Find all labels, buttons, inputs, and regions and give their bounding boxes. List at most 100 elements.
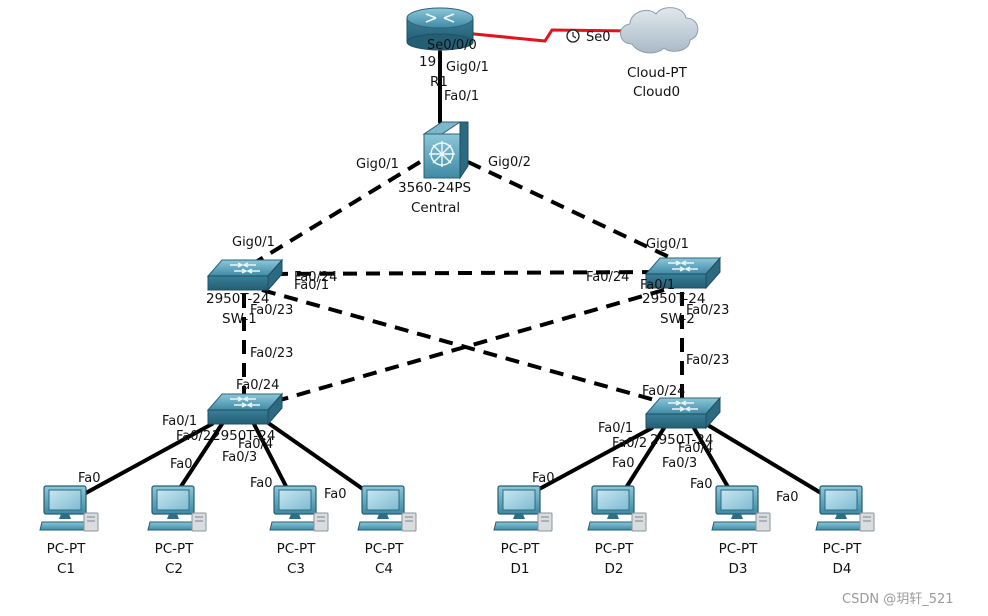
port-central-g1: Gig0/1 [356,157,399,172]
link-swc-c3 [252,422,292,496]
port-labels-layer: Se0/0/0 Gig0/1 Fa0/1 Se0 Gig0/1 Gig0/2 G… [78,29,799,505]
port-sw2-fa23: Fa0/23 [686,303,729,318]
port-sw2-gig: Gig0/1 [646,237,689,252]
cloud-icon [620,7,699,54]
pc-icon [493,485,553,532]
cloud-name-label: Cloud0 [633,84,680,100]
link-swd-d1 [528,426,654,496]
port-r1-gig: Gig0/1 [446,60,489,75]
switch-icon [207,393,283,425]
port-c2-fa0: Fa0 [170,457,193,472]
pc-name-label: D4 [833,561,852,577]
r1-name-label: R1 [430,74,448,90]
port-c1-fa0: Fa0 [78,471,101,486]
watermark: CSDN @玥轩_521 [842,592,954,607]
port-sw1-fa24: Fa0/24 [294,270,337,285]
link-swd-d4 [704,422,828,498]
link-sw2-swc [265,288,665,406]
cloud-cloud0[interactable]: Cloud-PT Cloud0 [620,7,699,100]
pc-name-label: D3 [729,561,748,577]
port-swd-fa1: Fa0/1 [598,421,633,436]
port-sw1-fa1: Fa0/1 [294,278,329,293]
port-swd-up23: Fa0/23 [686,353,729,368]
switch-access-c[interactable]: 2950T-24 [207,393,283,444]
port-d4-fa0: Fa0 [776,490,799,505]
port-swd-fa2: Fa0/2 [612,436,647,451]
port-sw1-fa23: Fa0/23 [250,303,293,318]
port-sw2-fa1: Fa0/1 [640,278,675,293]
link-swd-d3 [692,426,734,496]
port-r1-se: Se0/0/0 [427,38,477,53]
pc-type-label: PC-PT [277,541,317,557]
pc-type-label: PC-PT [47,541,87,557]
pc-type-label: PC-PT [501,541,541,557]
pc-icon [147,485,207,532]
pc-icon [587,485,647,532]
port-swc-fa3: Fa0/3 [222,450,257,465]
pc-d4[interactable]: PC-PT D4 [815,485,875,577]
pc-c2[interactable]: PC-PT C2 [147,485,207,577]
pc-name-label: C1 [57,561,75,577]
links-layer [82,28,828,498]
port-swd-fa24: Fa0/24 [642,384,685,399]
pc-c4[interactable]: PC-PT C4 [357,485,417,577]
port-swc-up23: Fa0/23 [250,346,293,361]
pc-type-label: PC-PT [719,541,759,557]
switch-icon [207,259,283,291]
switch-icon [645,397,721,429]
swd-model-label: 2950T-24 [650,432,713,448]
cloud-type-label: Cloud-PT [627,65,688,81]
pc-d1[interactable]: PC-PT D1 [493,485,553,577]
pc-icon [357,485,417,532]
port-swd-fa3: Fa0/3 [662,456,697,471]
serial-link-r1-cloud [463,28,634,43]
port-swc-fa24: Fa0/24 [236,378,279,393]
switch-access-d[interactable]: 2950T-24 [645,397,721,448]
clock-icon [566,29,580,43]
port-sw1-gig: Gig0/1 [232,235,275,250]
link-swc-c4 [262,418,372,496]
port-d1-fa0: Fa0 [532,471,555,486]
port-c4-fa0: Fa0 [324,487,347,502]
pc-icon [815,485,875,532]
link-swc-c1 [82,422,214,496]
pc-name-label: C4 [375,561,393,577]
link-swc-c2 [174,422,224,496]
pc-group: PC-PTC1PC-PTC2PC-PTC3PC-PTC4PC-PTD1PC-PT… [39,485,875,577]
port-cloud-se: Se0 [586,30,611,45]
port-central-g2: Gig0/2 [488,155,531,170]
pc-c1[interactable]: PC-PT C1 [39,485,99,577]
pc-type-label: PC-PT [365,541,405,557]
pc-type-label: PC-PT [595,541,635,557]
port-central-fa: Fa0/1 [444,89,479,104]
pc-icon [269,485,329,532]
pc-name-label: D1 [511,561,530,577]
pc-c3[interactable]: PC-PT C3 [269,485,329,577]
sw1-name-label: SW-1 [222,311,257,327]
link-central-sw1 [244,160,422,270]
pc-d2[interactable]: PC-PT D2 [587,485,647,577]
pc-name-label: D2 [605,561,624,577]
pc-name-label: C3 [287,561,305,577]
port-d3-fa0: Fa0 [690,477,713,492]
multilayer-switch-icon [422,121,469,180]
port-sw2-fa24: Fa0/24 [586,270,629,285]
pc-type-label: PC-PT [155,541,195,557]
pc-name-label: C2 [165,561,183,577]
router-icon [406,7,474,51]
port-swd-fa4: Fa0/4 [678,441,713,456]
multilayer-switch-central[interactable]: 3560-24PS Central [398,121,471,216]
pc-type-label: PC-PT [823,541,863,557]
port-d2-fa0: Fa0 [612,456,635,471]
central-name-label: Central [411,200,460,216]
switch-sw1[interactable]: 2950T-24 SW-1 [206,259,283,327]
switch-sw2[interactable]: 2950T-24 SW-2 [642,257,721,327]
sw1-model-label: 2950T-24 [206,291,269,307]
sw2-name-label: SW-2 [660,311,695,327]
port-swc-fa2: Fa0/2 [176,429,211,444]
router-r1[interactable]: 19 R1 [406,7,474,90]
port-swc-fa4: Fa0/4 [238,437,273,452]
swc-model-label: 2950T-24 [212,428,275,444]
pc-d3[interactable]: PC-PT D3 [711,485,771,577]
